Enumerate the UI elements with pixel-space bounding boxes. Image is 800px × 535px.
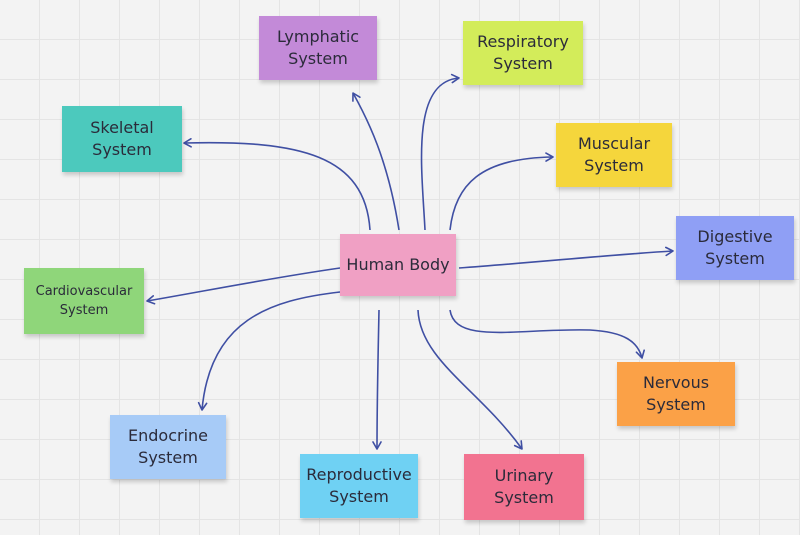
node-label: Digestive System [697,227,773,268]
connector-skeletal [183,138,371,231]
node-muscular-system[interactable]: Muscular System [556,123,672,187]
node-label: Respiratory System [477,32,569,73]
node-label: Lymphatic System [276,27,360,68]
connector-digestive [458,246,674,269]
node-human-body[interactable]: Human Body [340,234,456,296]
connector-urinary [417,309,523,450]
connector-cardiovascular [146,267,341,305]
connector-reproductive [372,309,382,450]
node-reproductive-system[interactable]: Reproductive System [300,454,418,518]
node-nervous-system[interactable]: Nervous System [617,362,735,426]
node-respiratory-system[interactable]: Respiratory System [463,21,583,85]
node-label: Human Body [346,255,450,274]
node-skeletal-system[interactable]: Skeletal System [62,106,182,172]
node-label: Skeletal System [90,118,154,159]
node-label: Urinary System [494,466,554,507]
connector-endocrine [197,291,341,411]
node-endocrine-system[interactable]: Endocrine System [110,415,226,479]
node-label: Endocrine System [128,426,208,467]
node-cardiovascular-system[interactable]: Cardiovascular System [24,268,144,334]
node-label: Muscular System [577,134,651,175]
node-label: Reproductive System [306,465,412,506]
node-lymphatic-system[interactable]: Lymphatic System [259,16,377,80]
connector-respiratory [420,73,460,231]
node-label: Cardiovascular System [35,284,133,318]
node-digestive-system[interactable]: Digestive System [676,216,794,280]
connector-muscular [449,152,554,231]
connector-nervous [449,309,645,359]
connector-lymphatic [352,92,400,231]
node-urinary-system[interactable]: Urinary System [464,454,584,520]
node-label: Nervous System [642,373,710,414]
